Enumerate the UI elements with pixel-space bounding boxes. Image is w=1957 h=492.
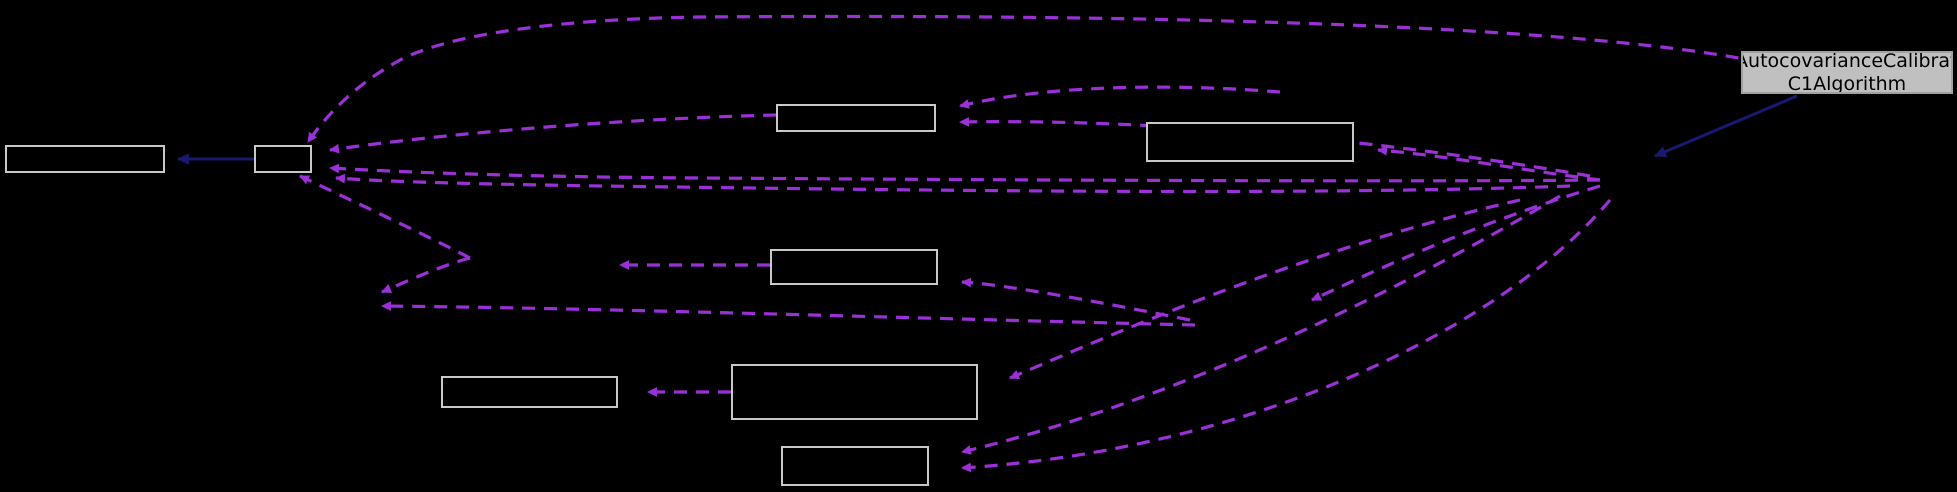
edge-group-purple (299, 14, 1761, 473)
edge-lower-to-n1 (299, 174, 471, 260)
edge-float-upper-left (381, 256, 471, 294)
edge-down-left-arrow (1311, 184, 1601, 302)
graph-node[interactable] (441, 376, 618, 408)
edge-top-sweep (306, 14, 1761, 143)
graph-node-current[interactable]: eclAutocovarianceCalibration C1Algorithm (1741, 51, 1953, 94)
edge-to-n7-upper (961, 194, 1561, 455)
edge-blue-inheritance (1654, 94, 1798, 158)
edge-conv-n1-bottom (335, 173, 1571, 194)
edge-to-n2-upper (959, 85, 1281, 109)
graph-node-label: eclAutocovarianceCalibration C1Algorithm (1743, 51, 1951, 94)
edge-n2-n1-upper (329, 113, 777, 154)
graph-node[interactable] (1146, 122, 1354, 162)
edge-float-lower-left (381, 301, 1196, 327)
edge-to-n2-lower (959, 116, 1591, 178)
graph-node[interactable] (781, 446, 929, 486)
edge-conv-n1-lower (329, 163, 1601, 183)
graph-node[interactable] (776, 104, 936, 132)
edge-to-n3 (1377, 145, 1601, 182)
edge-to-n7-lower (961, 198, 1612, 473)
graph-node[interactable] (254, 145, 312, 173)
graph-node[interactable] (5, 145, 165, 173)
edge-to-n6 (1009, 198, 1521, 380)
graph-node[interactable] (731, 364, 978, 420)
graph-node[interactable] (770, 249, 938, 285)
edge-to-n4 (961, 277, 1191, 322)
